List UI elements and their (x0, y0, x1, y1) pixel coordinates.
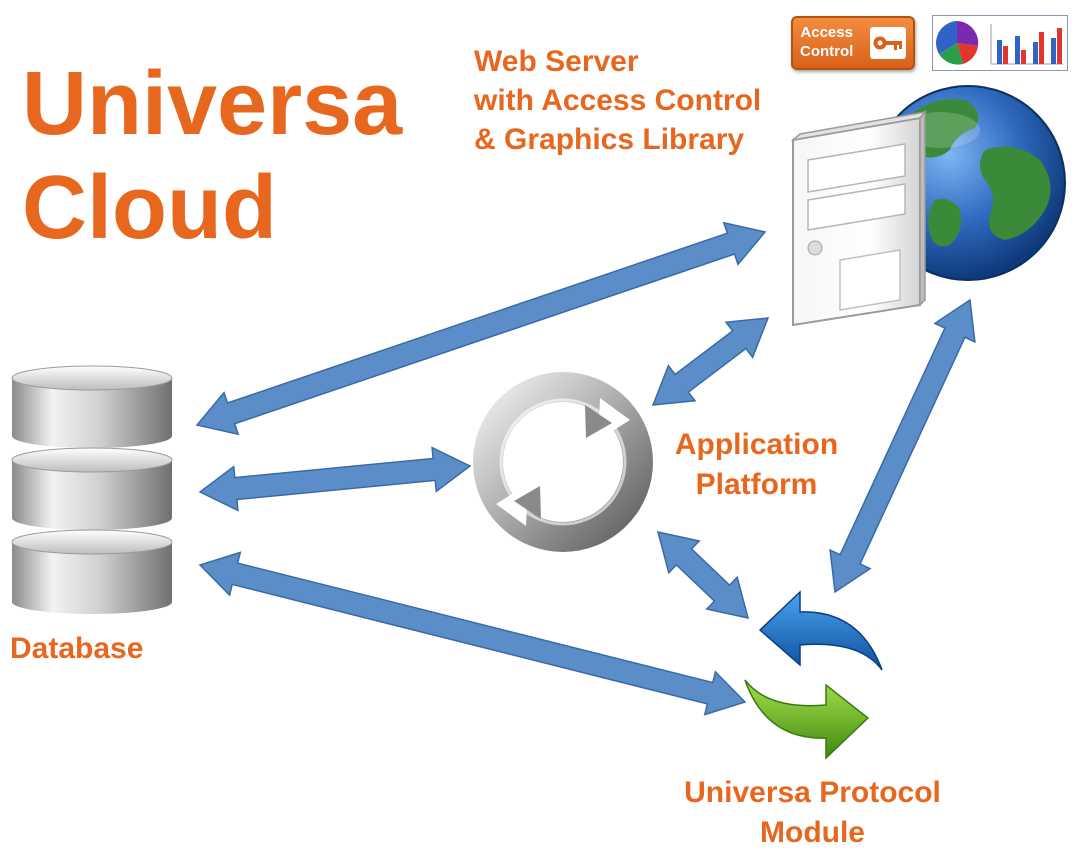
access-control-line-2: Control (800, 43, 854, 60)
web-server-icon (790, 109, 927, 327)
graphics-library-thumbnail (932, 15, 1068, 71)
web-server-label-line-1: Web Server (474, 45, 639, 78)
blue-return-arrow (758, 590, 883, 671)
green-forward-arrow (744, 679, 870, 760)
application-platform-label: Application Platform (664, 425, 849, 505)
web-server-label: Web Server with Access Control & Graphic… (474, 42, 761, 159)
access-control-line-1: Access (800, 24, 853, 41)
application-platform-line-2: Platform (695, 468, 818, 501)
database-disk-bottom (11, 529, 173, 614)
database-icon (11, 365, 173, 614)
title-line-2: Cloud (22, 158, 277, 258)
connector-arrows (195, 221, 976, 716)
web-server-label-line-2: with Access Control (474, 84, 762, 117)
database-disk-top (11, 365, 173, 448)
access-control-text: Access Control (800, 23, 853, 61)
protocol-module-line-1: Universa Protocol (684, 776, 941, 809)
refresh-icon (473, 372, 653, 552)
arrow-platform-to-protocol (656, 531, 750, 619)
database-label: Database (10, 632, 144, 665)
arrow-webserver-to-protocol (829, 298, 976, 594)
database-disk-middle (11, 447, 173, 530)
protocol-module-label: Universa Protocol Module (660, 773, 965, 853)
arrow-database-to-protocol (198, 551, 747, 716)
pie-chart-icon (936, 21, 979, 65)
application-platform-line-1: Application (674, 428, 839, 461)
arrow-database-to-platform (198, 446, 472, 512)
protocol-module-line-2: Module (760, 816, 865, 849)
web-server-label-line-3: & Graphics Library (474, 123, 745, 156)
access-control-badge: Access Control (791, 16, 915, 70)
title-line-1: Universa (22, 54, 403, 154)
protocol-module-icon (744, 590, 883, 760)
key-icon (870, 27, 906, 59)
arrow-database-to-webserver (195, 221, 767, 436)
bar-chart-icon (990, 24, 1063, 65)
arrow-platform-to-webserver (651, 317, 770, 406)
diagram-title: Universa Cloud (22, 52, 402, 260)
